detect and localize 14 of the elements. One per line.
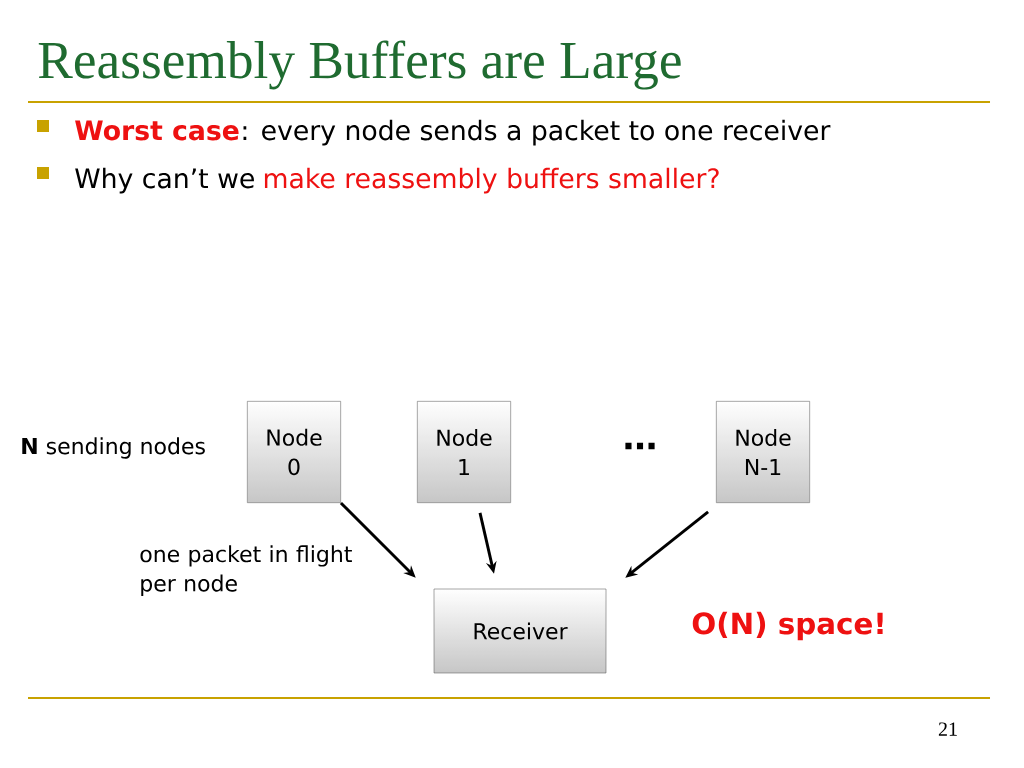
node-box: Node 0	[247, 401, 341, 503]
node-box: Node 1	[417, 401, 511, 503]
ellipsis: …	[625, 442, 655, 450]
emphasis-text: O(N) space!	[692, 611, 883, 641]
bullet-text: Why can’t we	[75, 167, 254, 194]
node-box: Receiver	[433, 588, 607, 674]
bullet-text: make reassembly buffers smaller?	[264, 167, 719, 194]
caption-text: one packet in flight per node	[140, 545, 352, 596]
page-number: 21	[938, 722, 957, 736]
node-box: Node N-1	[716, 401, 810, 503]
slide-title: Reassembly Buffers are Large	[38, 40, 681, 90]
bullet-text: Worst case	[75, 120, 239, 141]
caption-text: N sending nodes	[22, 437, 205, 459]
bullet-text: : every node sends a packet to one receiver	[243, 119, 831, 146]
